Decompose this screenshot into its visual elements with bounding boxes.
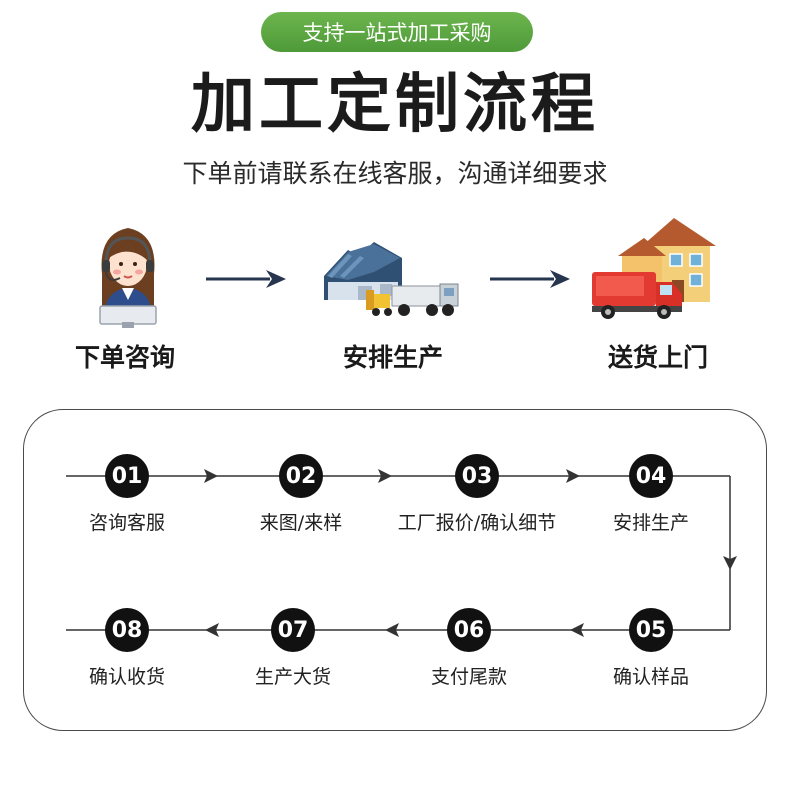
- step-label: 安排生产: [612, 512, 689, 534]
- step-number-badge: 06: [447, 608, 491, 652]
- overview-label-order: 下单咨询: [74, 343, 175, 372]
- customer-service-icon: [99, 228, 157, 328]
- step-number-badge: 04: [629, 454, 673, 498]
- delivery-house-icon: [592, 218, 716, 319]
- arrow-icon: [490, 270, 570, 288]
- process-panel: [23, 409, 767, 731]
- badge-pill: 支持一站式加工采购: [261, 12, 533, 52]
- step-number-badge: 08: [105, 608, 149, 652]
- step-label: 确认样品: [612, 666, 689, 688]
- step-number-badge: 01: [105, 454, 149, 498]
- step-number-badge: 02: [279, 454, 323, 498]
- step-number-badge: 03: [455, 454, 499, 498]
- step-label: 支付尾款: [430, 666, 507, 688]
- step-label: 工厂报价/确认细节: [397, 512, 557, 534]
- arrow-icon: [206, 270, 286, 288]
- page-title: 加工定制流程: [191, 68, 599, 142]
- step-number-badge: 07: [271, 608, 315, 652]
- overview-label-delivery: 送货上门: [607, 343, 708, 372]
- step-number-badge: 05: [629, 608, 673, 652]
- factory-truck-icon: [324, 242, 459, 316]
- step-label: 生产大货: [254, 666, 331, 688]
- step-label: 咨询客服: [88, 512, 165, 534]
- overview-label-production: 安排生产: [342, 343, 443, 372]
- step-label: 确认收货: [88, 666, 165, 688]
- step-label: 来图/来样: [259, 512, 343, 534]
- page-subtitle: 下单前请联系在线客服，沟通详细要求: [182, 159, 608, 188]
